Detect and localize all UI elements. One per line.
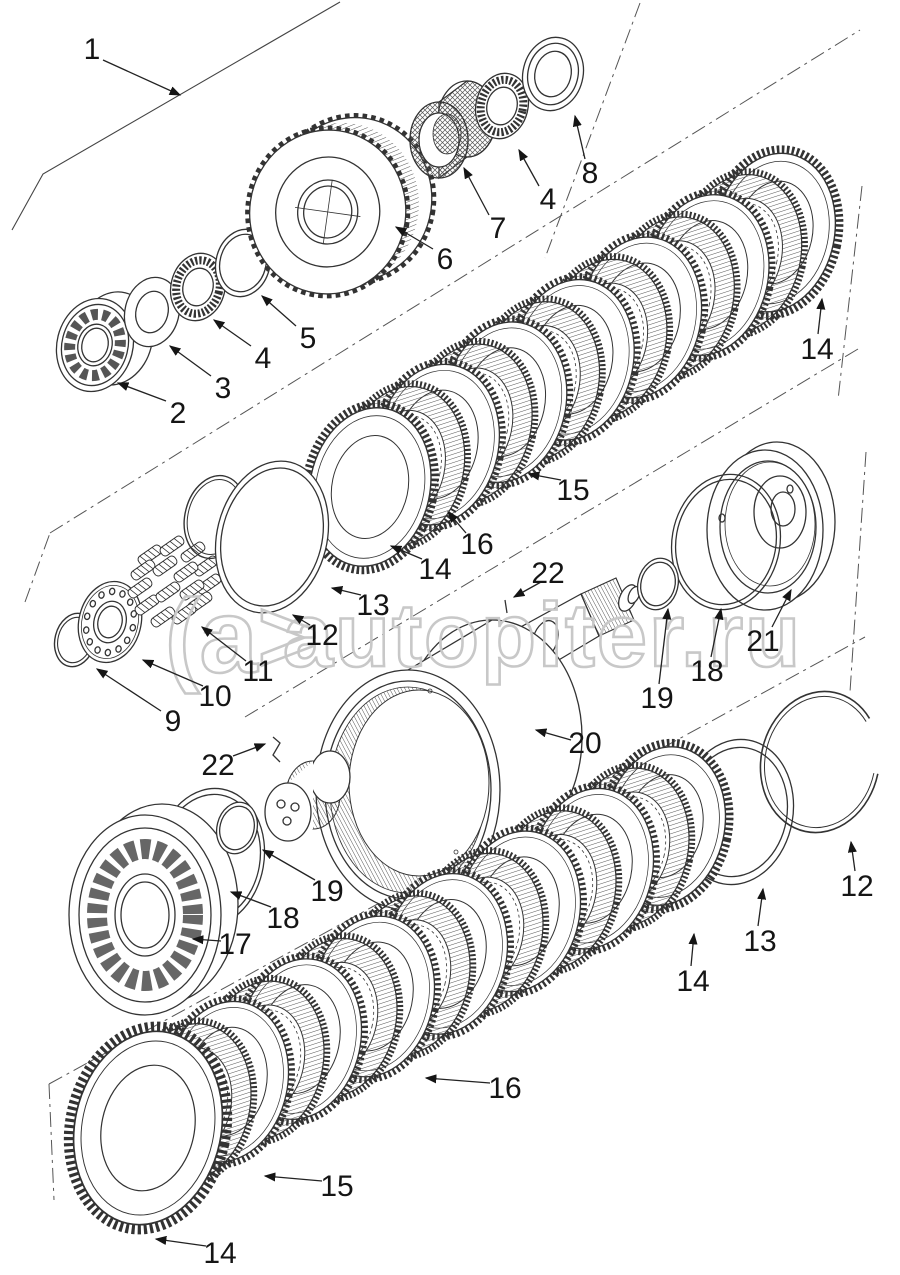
callout-label: 4 [255, 342, 272, 375]
callout-label: 22 [201, 749, 234, 782]
part-17-roller-bearing [68, 803, 239, 1016]
part-19-o-ring-right [636, 557, 680, 611]
callout-leader [229, 891, 272, 908]
callout-label: 6 [437, 243, 454, 276]
callout-label: 10 [198, 680, 231, 713]
callout-leader [757, 887, 767, 927]
callout-leader [572, 114, 586, 160]
callout-leader [168, 345, 212, 377]
watermark-logo: (a> [165, 579, 318, 695]
callout-label: 1 [84, 33, 101, 66]
part-4b-needle-thrust-bearing [474, 72, 530, 140]
callout-leader [141, 659, 204, 687]
callout-label: 9 [165, 705, 182, 738]
callout-label: 16 [460, 528, 493, 561]
callout-leader [263, 1172, 323, 1182]
callout-label: 8 [582, 157, 599, 190]
callout-label: 22 [531, 557, 564, 590]
callout-label: 12 [840, 870, 873, 903]
callout-leader [389, 545, 423, 560]
part-13-backing-ring [214, 460, 330, 614]
callout-label: 3 [215, 372, 232, 405]
callout-leader [424, 1074, 491, 1084]
callout-label: 15 [556, 474, 589, 507]
assembly-boundary-lines [11, 1, 867, 1201]
callout-label: 4 [540, 183, 557, 216]
callout-label: 13 [743, 925, 776, 958]
part-10-spring-retainer-plate [77, 580, 143, 664]
part-19-o-ring-left [215, 801, 259, 855]
part-18-sealing-ring-right [670, 473, 782, 611]
callout-leader [95, 668, 162, 712]
callout-leader [102, 59, 182, 96]
part-3-washer [123, 276, 181, 348]
callout-leader [518, 148, 540, 187]
callout-label: 15 [320, 1170, 353, 1203]
callout-leader [688, 932, 698, 967]
callout-leader [447, 511, 467, 534]
callout-label: 19 [310, 875, 343, 908]
callout-label: 13 [356, 589, 389, 622]
callout-label: 17 [218, 928, 251, 961]
part-6-helical-gear [245, 113, 437, 299]
callout-label: 16 [488, 1072, 521, 1105]
callout-label: 14 [800, 333, 833, 366]
callout-leader [394, 226, 434, 250]
callout-label: 5 [300, 322, 317, 355]
callouts-layer: 1234567481415161413121110922191821202217… [84, 33, 874, 1270]
callout-leader [847, 840, 857, 872]
callout-leader [463, 166, 490, 216]
callout-label: 14 [676, 965, 709, 998]
callout-leader [658, 607, 672, 685]
part-7-needle-roller-cage [409, 80, 497, 180]
part-8-flanged-ring [521, 36, 585, 112]
callout-leader [191, 935, 222, 945]
callout-label: 18 [690, 655, 723, 688]
callout-label: 2 [170, 397, 187, 430]
callout-leader [116, 382, 167, 402]
part-4-needle-thrust-bearing [169, 252, 227, 322]
callout-label: 14 [418, 553, 451, 586]
callout-label: 12 [305, 619, 338, 652]
callout-leader [261, 849, 316, 881]
callout-leader [154, 1235, 207, 1247]
callout-leader [771, 588, 792, 628]
callout-leader [291, 614, 311, 626]
watermark: (a> autopiter.ru [164, 578, 802, 697]
callout-label: 21 [746, 625, 779, 658]
callout-label: 11 [242, 655, 273, 688]
callout-leader [232, 743, 267, 757]
callout-leader [212, 319, 252, 347]
callout-label: 14 [203, 1237, 236, 1270]
part-2-ball-bearing [55, 291, 154, 393]
callout-leader [200, 626, 247, 662]
callout-label: 7 [490, 212, 507, 245]
callout-label: 19 [640, 682, 673, 715]
callout-leader [330, 586, 362, 596]
callout-leader [816, 297, 826, 335]
callout-label: 20 [568, 727, 601, 760]
callout-leader [512, 581, 542, 598]
callout-leader [261, 295, 297, 327]
callout-leader [527, 471, 562, 481]
callout-label: 18 [266, 902, 299, 935]
callout-leader [710, 607, 724, 658]
part-22-pin-markers [272, 599, 508, 763]
callout-leader [534, 728, 572, 741]
part-12-snap-ring-lower [759, 690, 881, 834]
